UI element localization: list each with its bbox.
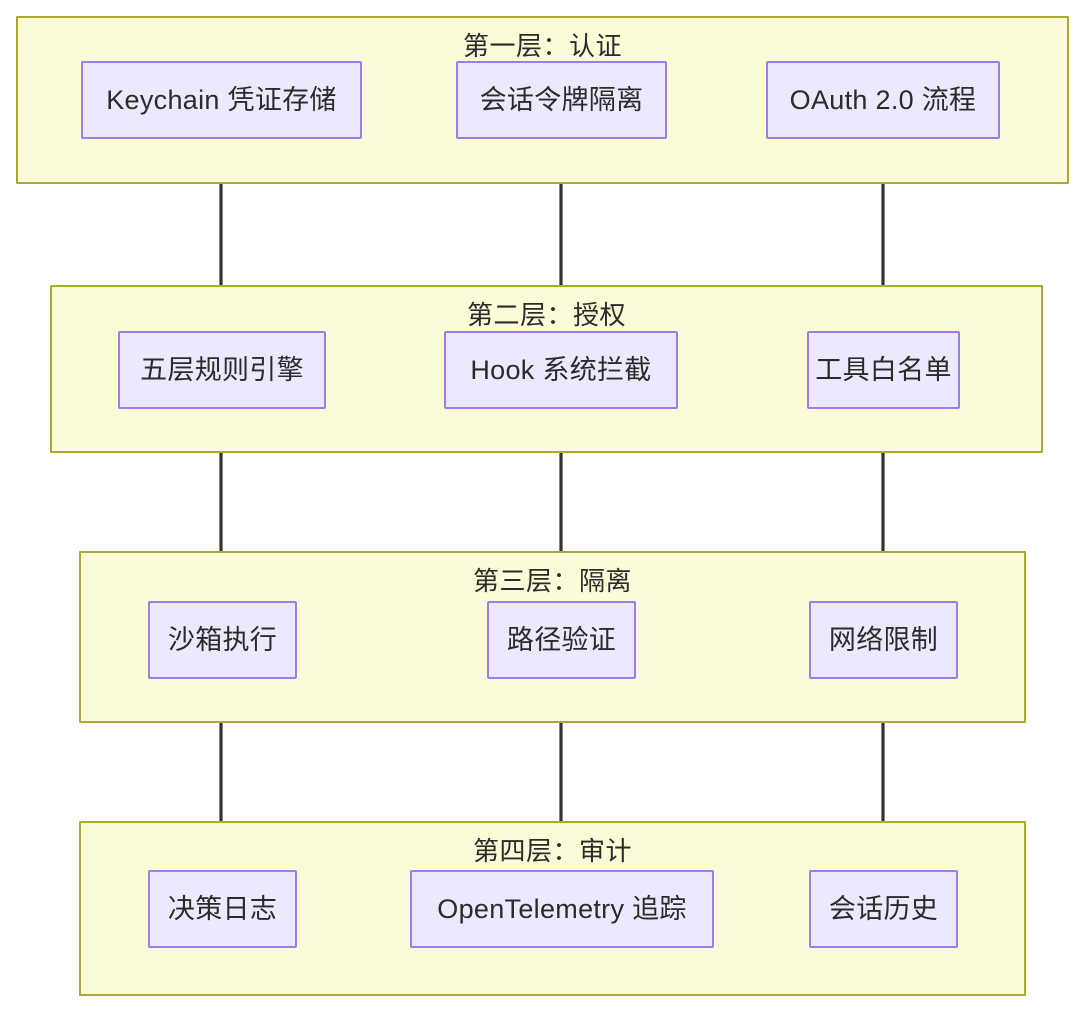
cluster-layer3-title: 第三层：隔离	[472, 566, 632, 596]
node-opentelemetry-tracing[interactable]: OpenTelemetry 追踪	[410, 870, 714, 948]
node-oauth-2-flow[interactable]: OAuth 2.0 流程	[766, 61, 1000, 139]
node-label: 路径验证	[506, 624, 617, 655]
node-session-token-isolation[interactable]: 会话令牌隔离	[456, 61, 667, 139]
cluster-layer4-title: 第四层：审计	[472, 836, 632, 866]
cluster-layer2-title: 第二层：授权	[466, 300, 626, 330]
node-label: Keychain 凭证存储	[106, 84, 337, 115]
node-label: 沙箱执行	[167, 624, 278, 655]
node-tool-allowlist[interactable]: 工具白名单	[807, 331, 960, 409]
node-hook-system-intercept[interactable]: Hook 系统拦截	[444, 331, 678, 409]
node-label: 会话令牌隔离	[479, 84, 644, 115]
node-decision-log[interactable]: 决策日志	[148, 870, 297, 948]
node-label: 决策日志	[167, 893, 278, 924]
node-label: Hook 系统拦截	[470, 354, 652, 385]
node-five-layer-rule-engine[interactable]: 五层规则引擎	[118, 331, 326, 409]
node-sandbox-execution[interactable]: 沙箱执行	[148, 601, 297, 679]
node-label: 会话历史	[828, 893, 939, 924]
node-label: 工具白名单	[815, 354, 952, 385]
node-label: OAuth 2.0 流程	[789, 84, 977, 115]
node-label: 五层规则引擎	[140, 354, 304, 385]
node-label: OpenTelemetry 追踪	[437, 893, 687, 924]
node-network-restriction[interactable]: 网络限制	[809, 601, 958, 679]
cluster-layer1-title: 第一层：认证	[462, 31, 622, 61]
node-path-validation[interactable]: 路径验证	[487, 601, 636, 679]
node-session-history[interactable]: 会话历史	[809, 870, 958, 948]
node-keychain-credential-store[interactable]: Keychain 凭证存储	[81, 61, 362, 139]
node-label: 网络限制	[828, 624, 939, 655]
